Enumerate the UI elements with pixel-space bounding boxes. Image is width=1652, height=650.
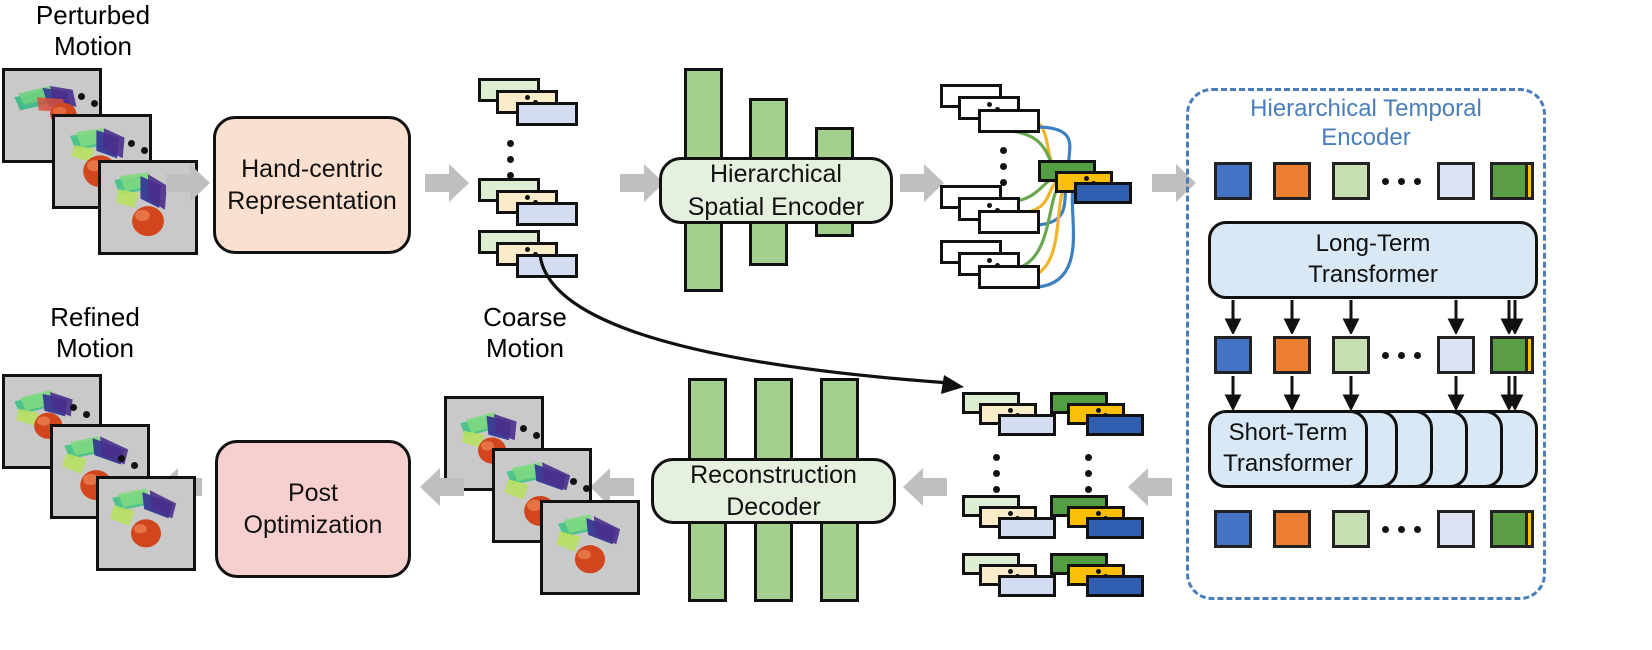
token-card-blue [998, 517, 1056, 539]
token-dark-green [1490, 162, 1528, 200]
post-optimization-box[interactable]: Post Optimization [215, 440, 411, 578]
token-card-dark-blue [1086, 575, 1144, 597]
refined-frames-ellipsis-1 [70, 404, 100, 434]
coarse-frames-ellipsis-1 [520, 425, 550, 455]
refined-motion-label: Refined Motion [50, 302, 140, 363]
decoder-input-row-3-light [962, 553, 1122, 607]
decoder-input-row-2-light [962, 495, 1122, 549]
token-row-ellipsis [1382, 352, 1421, 359]
refined-motion-frame-3 [96, 476, 196, 571]
hand-render-icon [460, 412, 517, 464]
hand-render-icon [14, 390, 73, 439]
skip-connection-arrow [538, 254, 964, 394]
token-light-green [1332, 336, 1370, 374]
flow-arrow-5 [1152, 162, 1196, 204]
short-term-input-arrows [1224, 376, 1524, 410]
token-blue [1214, 510, 1252, 548]
token-card-dark-blue [1086, 517, 1144, 539]
perturbed-frames-ellipsis-2 [128, 140, 158, 170]
token-lavender [1437, 510, 1475, 548]
token-dark-green [1490, 336, 1528, 374]
token-blue [1214, 162, 1252, 200]
decoder-input-row-1-dark [1050, 392, 1210, 446]
decoder-input-row-2-dark [1050, 495, 1210, 549]
perturbed-frames-ellipsis-1 [78, 93, 108, 123]
hierarchical-temporal-encoder-title: Hierarchical Temporal Encoder [1250, 95, 1482, 152]
token-lavender [1437, 162, 1475, 200]
token-card-blue [516, 202, 578, 226]
feature-token-ellipsis [1000, 147, 1010, 191]
hand-render-icon [114, 172, 167, 237]
decoder-input-row-3-dark [1050, 553, 1210, 607]
flow-arrow-7 [903, 466, 947, 508]
coarse-motion-frame-3 [540, 500, 640, 595]
feature-card-c [978, 210, 1040, 234]
token-lavender [1437, 336, 1475, 374]
hand-render-icon [556, 514, 621, 574]
token-blue [1214, 336, 1252, 374]
feature-card-c [978, 265, 1040, 289]
flow-arrow-8 [590, 466, 634, 508]
hand-centric-representation-box[interactable]: Hand-centric Representation [213, 116, 411, 254]
reconstruction-decoder-box[interactable]: Reconstruction Decoder [651, 458, 896, 524]
hand-token-stack-3 [478, 230, 588, 282]
flow-arrow-1 [166, 162, 210, 204]
perturbed-motion-frame-3 [98, 160, 198, 255]
token-light-green [1332, 510, 1370, 548]
token-card-blue [998, 575, 1056, 597]
aggregated-token-stack [1038, 160, 1138, 210]
token-card-blue [516, 102, 578, 126]
long-term-output-arrows [1224, 300, 1524, 334]
token-row-ellipsis [1382, 178, 1421, 185]
hand-token-stack-2 [478, 178, 588, 230]
temporal-token-row-1 [1214, 162, 1534, 202]
flow-arrow-9 [420, 466, 464, 508]
feature-token-stack-3 [940, 240, 1055, 296]
token-card-blue [998, 414, 1056, 436]
decoder-input-ellipsis-right [1085, 454, 1095, 498]
feature-token-stack-2 [940, 185, 1055, 241]
hand-render-icon [504, 462, 571, 526]
long-term-transformer-box[interactable]: Long-Term Transformer [1208, 221, 1538, 299]
temporal-token-row-2 [1214, 336, 1534, 376]
hand-token-stack-ellipsis [507, 140, 517, 184]
hierarchical-spatial-encoder-box[interactable]: Hierarchical Spatial Encoder [659, 157, 893, 224]
short-term-input-arrow-last [1500, 376, 1518, 410]
long-term-output-arrow-last [1500, 300, 1518, 334]
token-card-dark-blue [1074, 182, 1132, 204]
flow-arrow-4 [900, 162, 944, 204]
decoder-input-row-1-light [962, 392, 1122, 446]
feature-card-c [978, 109, 1040, 133]
token-dark-green [1490, 510, 1528, 548]
feature-token-stack-1 [940, 84, 1055, 140]
short-term-transformer-box[interactable]: Short-Term Transformer [1208, 410, 1368, 488]
decoder-input-ellipsis-left [993, 454, 1003, 498]
perturbed-motion-label: Perturbed Motion [35, 0, 151, 61]
token-card-dark-blue [1086, 414, 1144, 436]
token-light-green [1332, 162, 1370, 200]
flow-arrow-2 [425, 162, 469, 204]
token-orange [1273, 510, 1311, 548]
temporal-token-row-3 [1214, 510, 1534, 550]
flow-arrow-3 [620, 162, 664, 204]
refined-frames-ellipsis-2 [118, 455, 148, 485]
token-row-ellipsis [1382, 526, 1421, 533]
hand-render-icon [110, 488, 177, 548]
hierarchical-temporal-encoder-panel [1186, 88, 1546, 600]
coarse-motion-label: Coarse Motion [483, 302, 567, 363]
token-orange [1273, 162, 1311, 200]
token-orange [1273, 336, 1311, 374]
flow-arrow-6 [1128, 466, 1172, 508]
coarse-frames-ellipsis-2 [570, 478, 600, 508]
hand-token-stack-1 [478, 78, 588, 130]
